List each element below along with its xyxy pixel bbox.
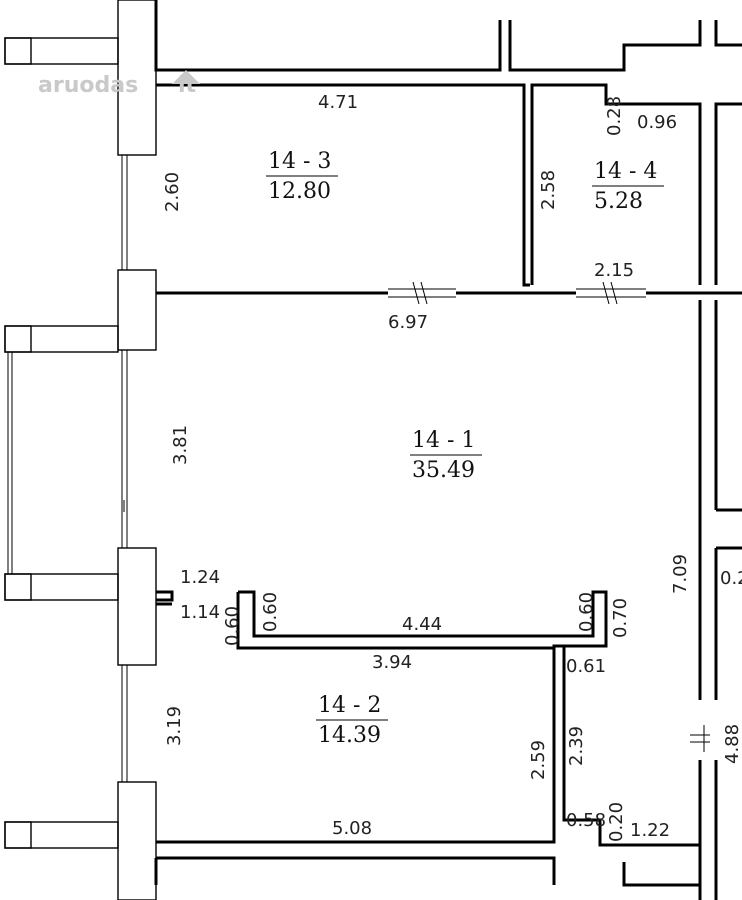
dimension-label: 3.19 (164, 706, 185, 746)
watermark: aruodas lt (38, 70, 200, 98)
left-exterior-wall (117, 0, 157, 900)
room-label-14-2: 14 - 2 14.39 (316, 693, 388, 748)
dimension-label: 0.70 (610, 598, 631, 638)
room-area: 35.49 (412, 458, 475, 483)
dimension-label: 0.2 (720, 568, 742, 589)
room-label-14-4: 14 - 4 5.28 (592, 159, 664, 214)
dimension-label: 2.58 (538, 170, 559, 210)
dimension-label: 0.20 (606, 802, 627, 842)
watermark-text: aruodas (38, 73, 138, 98)
room-area: 12.80 (268, 179, 331, 204)
room-id: 14 - 4 (594, 159, 657, 184)
dimension-label: 0.60 (222, 606, 243, 646)
room-label-14-3: 14 - 3 12.80 (266, 149, 338, 204)
dimension-label: 7.09 (670, 554, 691, 594)
room-label-14-1: 14 - 1 35.49 (410, 428, 482, 483)
dimension-label: 2.60 (162, 172, 183, 212)
room-id: 14 - 2 (318, 693, 381, 718)
dimension-label: 0.61 (566, 656, 606, 677)
dimension-label: 4.88 (722, 724, 742, 764)
dimension-label: 2.59 (528, 740, 549, 780)
room-id: 14 - 1 (412, 428, 475, 453)
dimension-labels: 4.71 2.60 0.28 0.96 2.58 2.15 6.97 3.81 … (162, 92, 742, 842)
dimension-label: 0.60 (260, 592, 281, 632)
dimension-label: 3.94 (372, 652, 412, 673)
dimension-label: 5.08 (332, 818, 372, 839)
dimension-label: 3.81 (170, 425, 191, 465)
top-walls (154, 0, 742, 72)
room-14-4-walls (530, 83, 742, 305)
room-14-3-walls (156, 83, 576, 305)
dimension-label: 0.96 (637, 112, 677, 133)
room-14-2-walls (154, 590, 700, 887)
room-area: 5.28 (594, 189, 643, 214)
dimension-label: 0.60 (576, 592, 597, 632)
dimension-label: 4.44 (402, 614, 442, 635)
dimension-label: 2.39 (566, 726, 587, 766)
dimension-label: 1.22 (630, 820, 670, 841)
dimension-label: 1.24 (180, 567, 220, 588)
room-area: 14.39 (318, 723, 381, 748)
dimension-label: 2.15 (594, 260, 634, 281)
room-id: 14 - 3 (268, 149, 331, 174)
dimension-label: 1.14 (180, 602, 220, 623)
dimension-label: 6.97 (388, 312, 428, 333)
dimension-label: 0.58 (566, 810, 606, 831)
dimension-label: 0.28 (604, 96, 625, 136)
dimension-label: 4.71 (318, 92, 358, 113)
right-walls (690, 300, 742, 900)
balcony (4, 37, 119, 849)
